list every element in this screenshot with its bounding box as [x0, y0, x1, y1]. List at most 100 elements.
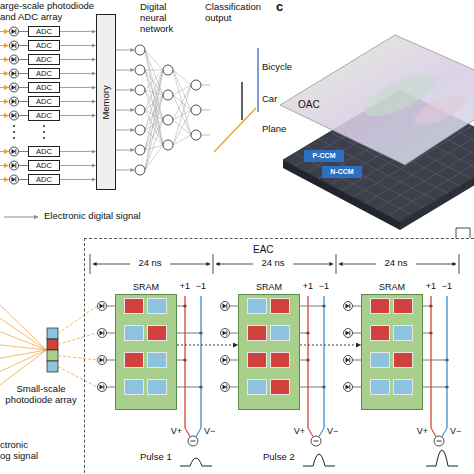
- switch-wire: [298, 387, 324, 388]
- network-weight: [173, 85, 191, 145]
- diode-bar: [226, 358, 227, 363]
- cmos-block: [322, 166, 362, 178]
- diode-triangle: [12, 57, 16, 62]
- photodiode-wire: [230, 333, 239, 334]
- photodiode-wire: [19, 101, 29, 102]
- optical-input-arrow: [0, 31, 9, 32]
- bracket: [456, 228, 470, 238]
- pulse-label: Pulse 1: [140, 452, 172, 463]
- photodiode-symbol: [10, 175, 19, 184]
- photodiode-ring: [344, 356, 353, 365]
- diode-bar: [103, 385, 104, 390]
- switch-wire: [175, 387, 201, 388]
- neuron: [163, 115, 173, 125]
- neuron: [135, 125, 145, 135]
- digital-signal-arrow: [60, 151, 96, 152]
- photodiode-ring: [221, 302, 230, 311]
- ellipsis-dot: [13, 125, 15, 127]
- weight-sign: −1: [316, 281, 332, 291]
- photodiode-symbol: [10, 111, 19, 120]
- neuron: [163, 140, 173, 150]
- photodiode-wire: [19, 31, 29, 32]
- timing-label: 24 ns: [376, 258, 416, 269]
- photodiode-symbol: [10, 55, 19, 64]
- diode-bar: [349, 385, 350, 390]
- ellipsis-dot: [43, 131, 45, 133]
- optical-signal-ray: [58, 356, 97, 361]
- chip-illustration: [280, 35, 474, 230]
- network-weight: [145, 70, 163, 71]
- diode-triangle: [12, 29, 16, 34]
- diode-triangle: [346, 304, 350, 309]
- digital-signal-arrow: [60, 115, 96, 116]
- sequence-arrow: [177, 345, 238, 346]
- diode-triangle: [12, 71, 16, 76]
- network-weight: [145, 95, 163, 150]
- switch-wire: [175, 333, 201, 334]
- block-label: ADC: [36, 148, 52, 156]
- optical-input-arrow: [0, 87, 9, 88]
- sram-cell: [124, 379, 144, 395]
- ellipsis-dot: [13, 131, 15, 133]
- weight-sign: −1: [439, 281, 455, 291]
- network-weight: [145, 145, 163, 170]
- optical-signal-ray: [0, 332, 47, 350]
- diode-bar: [226, 331, 227, 336]
- bicycle-output-line: [241, 82, 242, 120]
- sram-cell: [270, 379, 290, 395]
- ellipsis-dot: [43, 137, 45, 139]
- optical-signal-ray: [0, 318, 47, 350]
- block-label: ADC: [36, 162, 52, 170]
- photodiode-wire: [19, 45, 29, 46]
- sram-cell-array: [361, 294, 423, 410]
- positive-bus: [431, 428, 436, 437]
- optical-signal-ray: [0, 350, 47, 358]
- photodiode-symbol: [221, 356, 230, 365]
- switch-wire: [421, 387, 447, 388]
- diode-triangle: [223, 331, 227, 336]
- car-output-line: [257, 48, 258, 112]
- diode-triangle: [12, 43, 16, 48]
- diode-bar: [349, 331, 350, 336]
- digital-signal-arrow: [60, 73, 96, 74]
- photodiode-ring: [98, 356, 107, 365]
- memory-to-network-arrow: [116, 130, 134, 131]
- neuron: [163, 90, 173, 100]
- photodiode-symbol: [10, 69, 19, 78]
- photodiode-symbol: [10, 83, 19, 92]
- photodiode-wire: [353, 360, 362, 361]
- digital-signal-arrow: [60, 59, 96, 60]
- neuron: [191, 105, 201, 115]
- optical-input-arrow: [0, 179, 9, 180]
- diode-bar: [15, 71, 16, 76]
- eac-region: EACSRAMSRAMSRAM: [84, 238, 474, 474]
- optical-input-arrow: [0, 165, 9, 166]
- neuron: [135, 105, 145, 115]
- photodiode-ring: [10, 175, 19, 184]
- network-weight: [145, 70, 163, 90]
- sequence-arrow: [300, 345, 361, 346]
- photodiode-wire: [107, 360, 116, 361]
- network-weight: [145, 90, 163, 145]
- optical-signal-ray: [0, 305, 47, 350]
- panel-heading: Digital neural network: [140, 2, 194, 35]
- photodiode-wire: [107, 306, 116, 307]
- pulse-label: Pulse 2: [263, 452, 295, 463]
- digital-signal-arrow: [60, 87, 96, 88]
- minus-sign: [314, 441, 319, 442]
- diode-triangle: [100, 385, 104, 390]
- sram-cell: [247, 298, 267, 314]
- optical-signal-ray: [58, 333, 97, 345]
- subtractor: [434, 436, 444, 446]
- photodiode-symbol: [344, 329, 353, 338]
- adc-box: ADC: [28, 54, 60, 65]
- photodiode-ring: [10, 147, 19, 156]
- network-weight: [145, 145, 163, 150]
- negative-bus: [323, 296, 324, 428]
- digital-signal-arrow: [60, 31, 96, 32]
- photodiode-ring: [10, 55, 19, 64]
- diode-bar: [15, 99, 16, 104]
- diode-bar: [226, 304, 227, 309]
- photodiode-ring: [10, 83, 19, 92]
- signal-name: V−: [327, 426, 343, 436]
